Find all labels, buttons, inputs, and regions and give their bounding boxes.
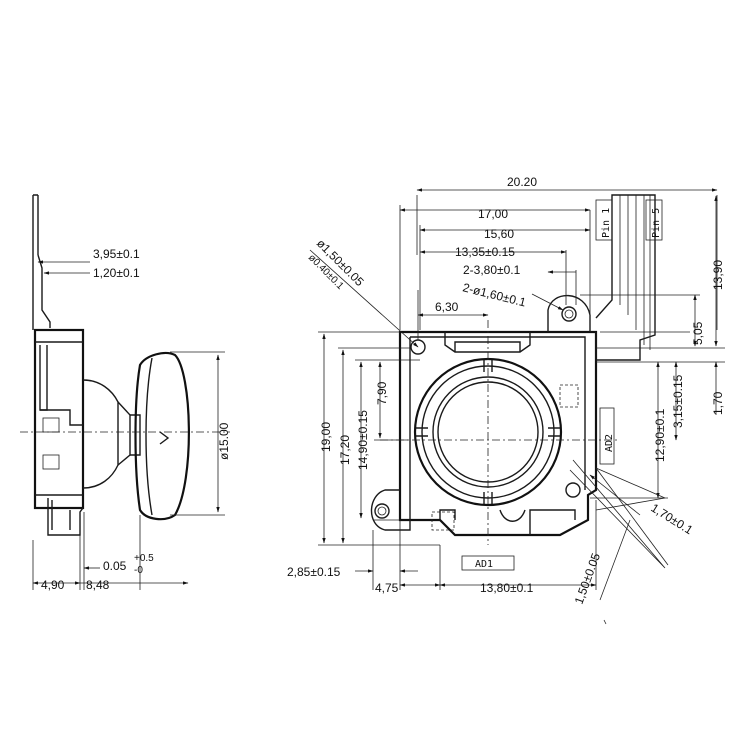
dim-4-90: 4,90 bbox=[41, 578, 65, 592]
dim-2-85: 2,85±0.15 bbox=[287, 565, 341, 579]
dim-6-30: 6,30 bbox=[435, 300, 459, 314]
dim-1-20: 1,20±0.1 bbox=[93, 266, 140, 280]
ear-left bbox=[370, 489, 411, 531]
flex-cable bbox=[595, 194, 656, 361]
dim-4-75: 4,75 bbox=[375, 581, 399, 595]
dim-0-05-tol-up: +0.5 bbox=[134, 553, 154, 564]
ad1-label-box bbox=[461, 555, 515, 571]
dim-3-95: 3,95±0.1 bbox=[93, 247, 140, 261]
dim-dia-15: ø15.00 bbox=[217, 422, 231, 460]
mount-hole-bottom-right bbox=[565, 482, 581, 498]
dim-8-48: 8,48 bbox=[86, 578, 110, 592]
side-body bbox=[33, 328, 85, 510]
ad1-label: AD1 bbox=[475, 559, 493, 570]
dim-1-70: 1,70 bbox=[711, 391, 725, 415]
dim-1-70-diag: 1,70±0.1 bbox=[648, 501, 695, 538]
dim-5-05: 5,05 bbox=[691, 321, 705, 345]
dim-2-dia-1-60: 2-ø1,60±0.1 bbox=[461, 280, 527, 309]
side-flex-cable bbox=[32, 194, 39, 255]
dim-17-20: 17,20 bbox=[338, 435, 352, 465]
dim-17-00: 17,00 bbox=[478, 207, 508, 221]
dim-0-05: 0.05 bbox=[103, 559, 127, 573]
dim-12-90: 12,90±0.1 bbox=[653, 408, 667, 462]
side-cap bbox=[134, 351, 190, 521]
dim-2-3-80: 2-3,80±0.1 bbox=[463, 263, 521, 277]
dim-19-00: 19,00 bbox=[319, 422, 333, 452]
dim-14-90: 14,90±0.15 bbox=[356, 410, 370, 470]
side-stem bbox=[82, 379, 119, 489]
dim-15-60: 15,60 bbox=[484, 227, 514, 241]
dim-7-90: 7,90 bbox=[375, 381, 389, 405]
dim-13-80: 13,80±0.1 bbox=[480, 581, 534, 595]
ad2-label-box bbox=[599, 407, 615, 465]
mount-hole-right-ear bbox=[561, 306, 577, 322]
ad2-label: AD2 bbox=[604, 434, 615, 452]
front-body bbox=[398, 330, 598, 537]
dim-20-20: 20.20 bbox=[507, 175, 537, 189]
dim-1-50-diag: 1,50±0.05 bbox=[572, 551, 603, 606]
side-view: 3,95±0.1 1,20±0.1 ø15.00 0.05 +0.5 -0 4,… bbox=[20, 194, 231, 592]
dim-13-90: 13,90 bbox=[711, 260, 725, 290]
dim-13-35: 13,35±0.15 bbox=[455, 245, 515, 259]
front-view: AD2 AD1 Pin 1 Pin 5 20.20 17,00 15,60 13… bbox=[287, 175, 725, 625]
pin5-label: Pin 5 bbox=[651, 208, 662, 238]
dim-0-05-tol-low: -0 bbox=[134, 565, 143, 576]
pin1-label: Pin 1 bbox=[601, 208, 612, 238]
dim-3-15: 3,15±0.15 bbox=[671, 374, 685, 428]
